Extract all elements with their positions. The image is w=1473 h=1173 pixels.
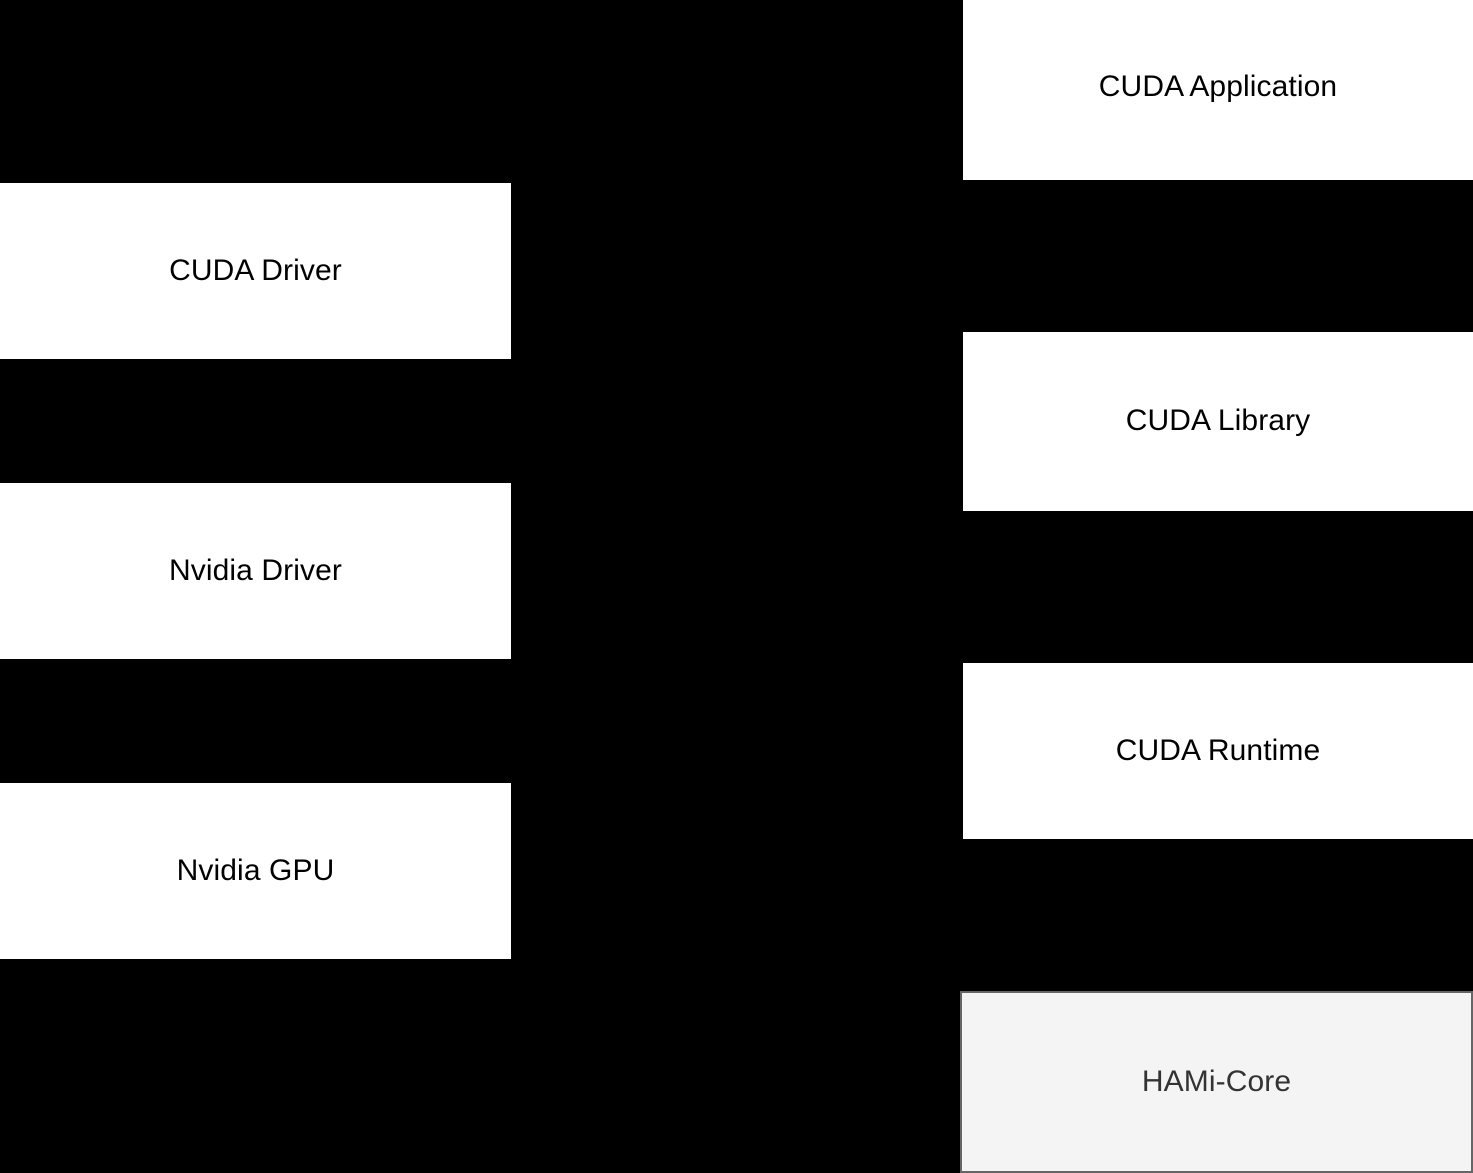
node-nvidia-driver-label: Nvidia Driver [169,553,342,587]
node-cuda-runtime-label: CUDA Runtime [1115,733,1321,767]
node-cuda-runtime[interactable]: CUDA Runtime [963,663,1473,839]
node-cuda-driver-label: CUDA Driver [169,253,342,287]
node-cuda-library[interactable]: CUDA Library [963,332,1473,511]
node-nvidia-driver[interactable]: Nvidia Driver [0,483,511,659]
node-cuda-library-label: CUDA Library [1125,404,1311,438]
node-cuda-application-label: CUDA Application [1098,69,1338,103]
node-hami-core-label: HAMi-Core [1141,1064,1292,1098]
node-hami-core[interactable]: HAMi-Core [960,991,1473,1173]
node-nvidia-gpu[interactable]: Nvidia GPU [0,783,511,959]
node-cuda-driver[interactable]: CUDA Driver [0,183,511,359]
node-nvidia-gpu-label: Nvidia GPU [176,853,335,887]
node-cuda-application[interactable]: CUDA Application [963,0,1473,180]
